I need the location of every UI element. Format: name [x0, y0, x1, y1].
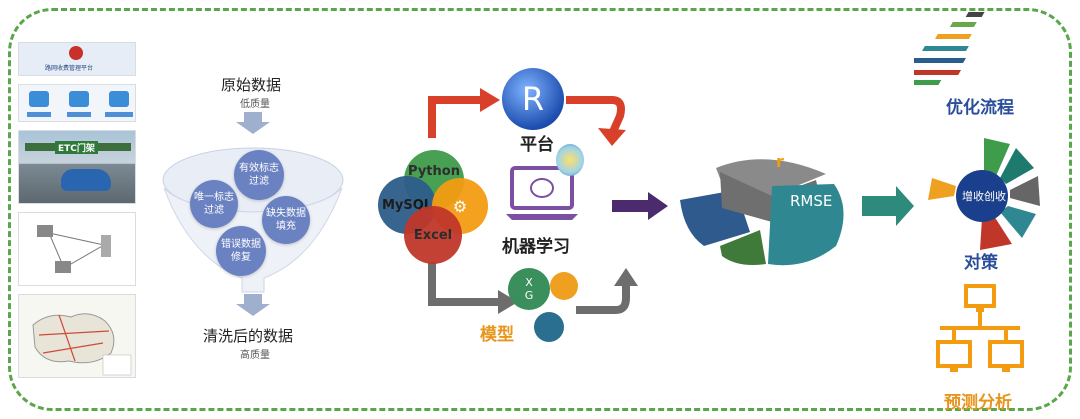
ring-seg-red: [980, 216, 1012, 250]
bubble-valid-flag-filter: 有效标志 过滤: [234, 150, 284, 200]
ring-seg-teal: [1000, 206, 1036, 238]
thumb-platform-title: 路网收费管理平台: [45, 65, 94, 72]
ring-seg-green: [984, 138, 1010, 176]
network-sketch: [37, 225, 111, 273]
python-label: Python: [408, 164, 460, 179]
thumb-etc-gantry-photo: ETC门架: [18, 130, 136, 204]
forecast-label: 预测分析: [944, 393, 1012, 413]
arrow-down-bottom: [236, 294, 270, 316]
optimize-stripes-icon: [914, 12, 985, 85]
xg-x: X: [525, 276, 533, 289]
grey-arrow-to-model: [428, 262, 500, 306]
bubble-unique-flag-filter: 唯一标志 过滤: [190, 180, 238, 228]
ml-label: 机器学习: [502, 237, 570, 257]
road-map-sketch: [32, 313, 132, 376]
pie-label-rmse: RMSE: [790, 192, 833, 210]
red-arrow-head-1: [480, 88, 500, 112]
red-arrow-from-r: [566, 96, 625, 136]
grey-arrow-head-2: [614, 268, 638, 286]
ring-center: [956, 170, 1008, 222]
r-logo-icon: R: [502, 68, 564, 130]
clean-data-title: 清洗后的数据: [203, 327, 294, 345]
menu-icon-3: [109, 91, 129, 107]
thumb-road-map: [18, 294, 136, 378]
pie-slice-green: [720, 230, 766, 265]
raw-data-quality: 低质量: [240, 99, 270, 110]
grey-arrow-from-model: [576, 284, 630, 314]
ring-seg-grey: [1010, 176, 1040, 206]
menu-bar-1: [27, 112, 51, 117]
car-image: [61, 169, 111, 191]
strategy-ring: [928, 138, 1040, 250]
dashed-frame: [8, 8, 1072, 411]
red-arrow-head-2: [598, 128, 626, 146]
strategy-label: 对策: [964, 253, 998, 273]
menu-icon-1: [29, 91, 49, 107]
brain-laptop-icon: [506, 166, 578, 220]
menu-bar-3: [105, 112, 133, 117]
platform-label: 平台: [520, 135, 554, 155]
gear-icon-teal: [534, 312, 564, 342]
r-letter: R: [521, 80, 545, 118]
forecast-network-icon: [936, 284, 1024, 372]
strategy-center-label: 增收创收: [962, 190, 1006, 203]
clean-data-quality: 高质量: [240, 350, 270, 361]
raw-data-title: 原始数据: [221, 76, 282, 94]
excel-circle: Excel: [404, 206, 462, 264]
xg-g: G: [524, 289, 534, 302]
platform-logo-icon: [69, 46, 83, 60]
arrow-down-top: [236, 112, 270, 134]
gantry-sign: ETC门架: [55, 141, 98, 154]
red-arrow-to-r: [428, 96, 482, 138]
pie-label-r: r: [776, 152, 784, 171]
optimize-label: 优化流程: [946, 98, 1014, 118]
excel-label: Excel: [413, 228, 453, 243]
purple-arrow: [612, 192, 668, 220]
lightbulb-icon: [556, 144, 584, 176]
teal-arrow: [862, 186, 914, 226]
pie-slice-teal: [768, 184, 844, 266]
thumb-platform-login: 路网收费管理平台: [18, 42, 136, 76]
model-label: 模型: [480, 325, 514, 345]
gear-icon-xg: X G: [508, 268, 550, 310]
thumb-network-diagram: [18, 212, 136, 286]
menu-icon-2: [69, 91, 89, 107]
gear-icon-orange: [550, 272, 578, 300]
network-icon: ⚙: [452, 196, 468, 216]
thumb-menu-icons: [18, 84, 136, 122]
ring-seg-orange: [928, 178, 956, 200]
rmse-pie: [680, 159, 844, 266]
grey-arrow-head-1: [498, 290, 518, 314]
menu-bar-2: [67, 112, 91, 117]
bubble-missing-data-fill: 缺失数据 填充: [262, 196, 310, 244]
ring-seg-teal-top: [1000, 148, 1034, 184]
bubble-error-data-repair: 错误数据 修复: [216, 226, 266, 276]
